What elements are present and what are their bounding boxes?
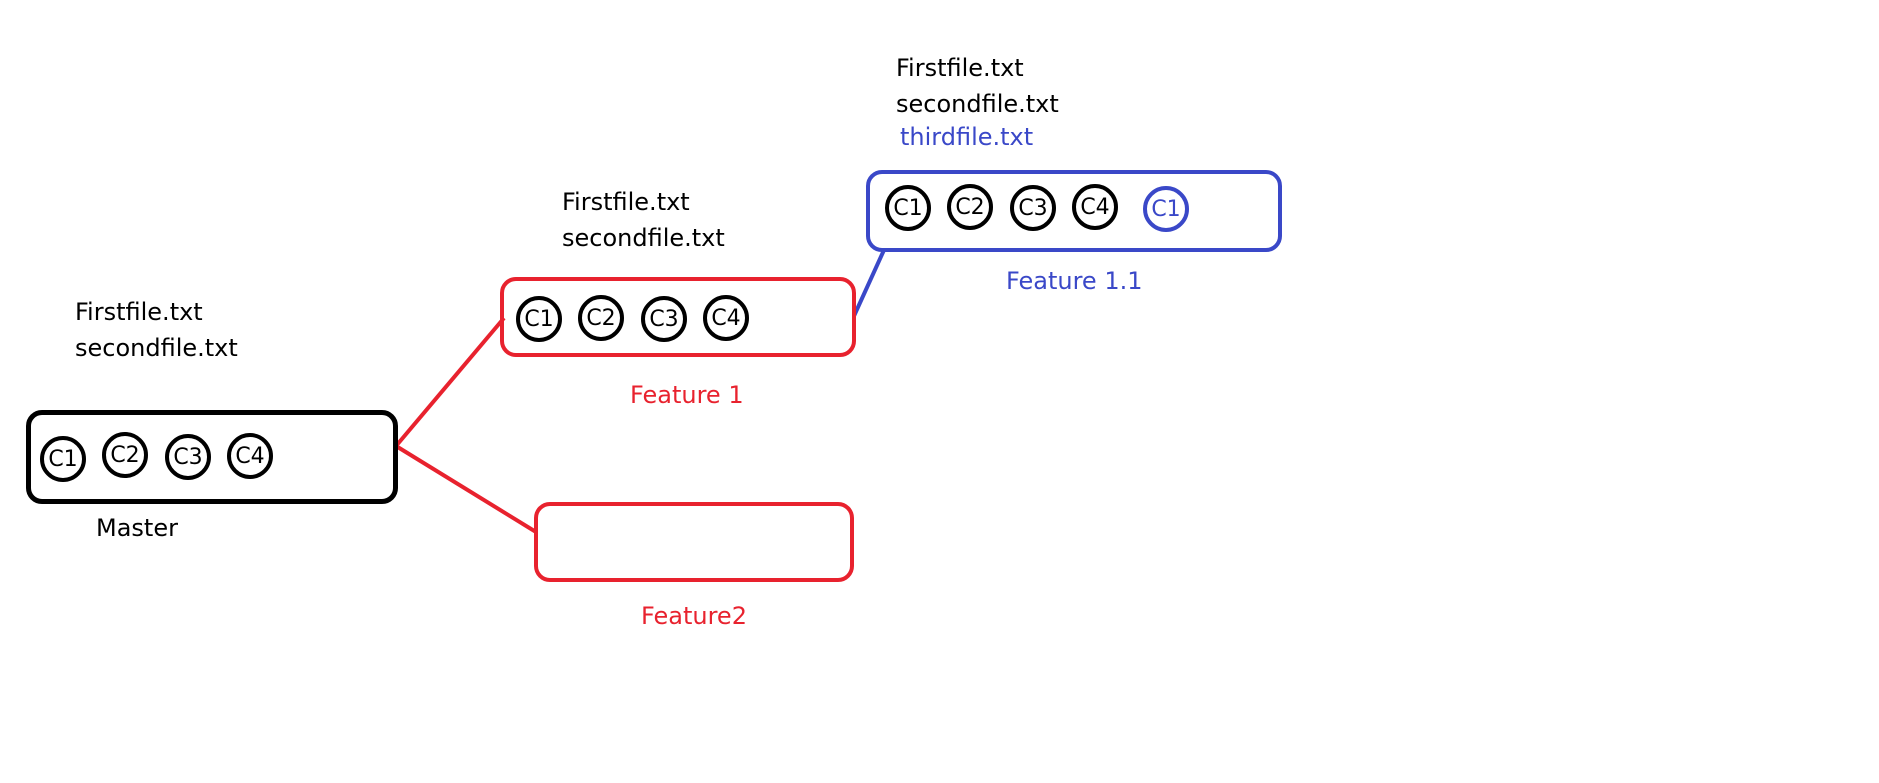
master-to-feature1-line xyxy=(394,316,506,448)
master-branch-label: Master xyxy=(96,514,178,542)
feature11-commit-c1: C1 xyxy=(885,185,931,231)
feature1-branch-box xyxy=(500,277,856,357)
feature11-commit-c4: C4 xyxy=(1072,184,1118,230)
master-commit-c4: C4 xyxy=(227,433,273,479)
feature11-branch-box xyxy=(866,170,1282,252)
master-to-feature2-line xyxy=(394,444,538,534)
feature1-commit-c2: C2 xyxy=(578,295,624,341)
feature1-commit-c1: C1 xyxy=(516,296,562,342)
feature1-commit-c4: C4 xyxy=(703,295,749,341)
master-commit-c2: C2 xyxy=(102,432,148,478)
master-commit-c3: C3 xyxy=(165,434,211,480)
master-file-2: secondfile.txt xyxy=(75,334,238,362)
master-file-1: Firstfile.txt xyxy=(75,298,203,326)
feature11-new-file: thirdfile.txt xyxy=(900,123,1034,151)
feature11-file-2: secondfile.txt xyxy=(896,90,1059,118)
feature11-commit-c3: C3 xyxy=(1010,185,1056,231)
feature1-to-feature11-line xyxy=(852,249,886,317)
master-branch-box xyxy=(26,410,398,504)
feature11-file-1: Firstfile.txt xyxy=(896,54,1024,82)
feature2-branch-box xyxy=(534,502,854,582)
feature11-branch-label: Feature 1.1 xyxy=(1006,267,1143,295)
feature11-new-commit: C1 xyxy=(1143,186,1189,232)
feature1-file-1: Firstfile.txt xyxy=(562,188,690,216)
feature1-file-2: secondfile.txt xyxy=(562,224,725,252)
feature1-commit-c3: C3 xyxy=(641,296,687,342)
feature1-branch-label: Feature 1 xyxy=(630,381,744,409)
feature11-commit-c2: C2 xyxy=(947,184,993,230)
master-commit-c1: C1 xyxy=(40,436,86,482)
feature2-branch-label: Feature2 xyxy=(641,602,747,630)
